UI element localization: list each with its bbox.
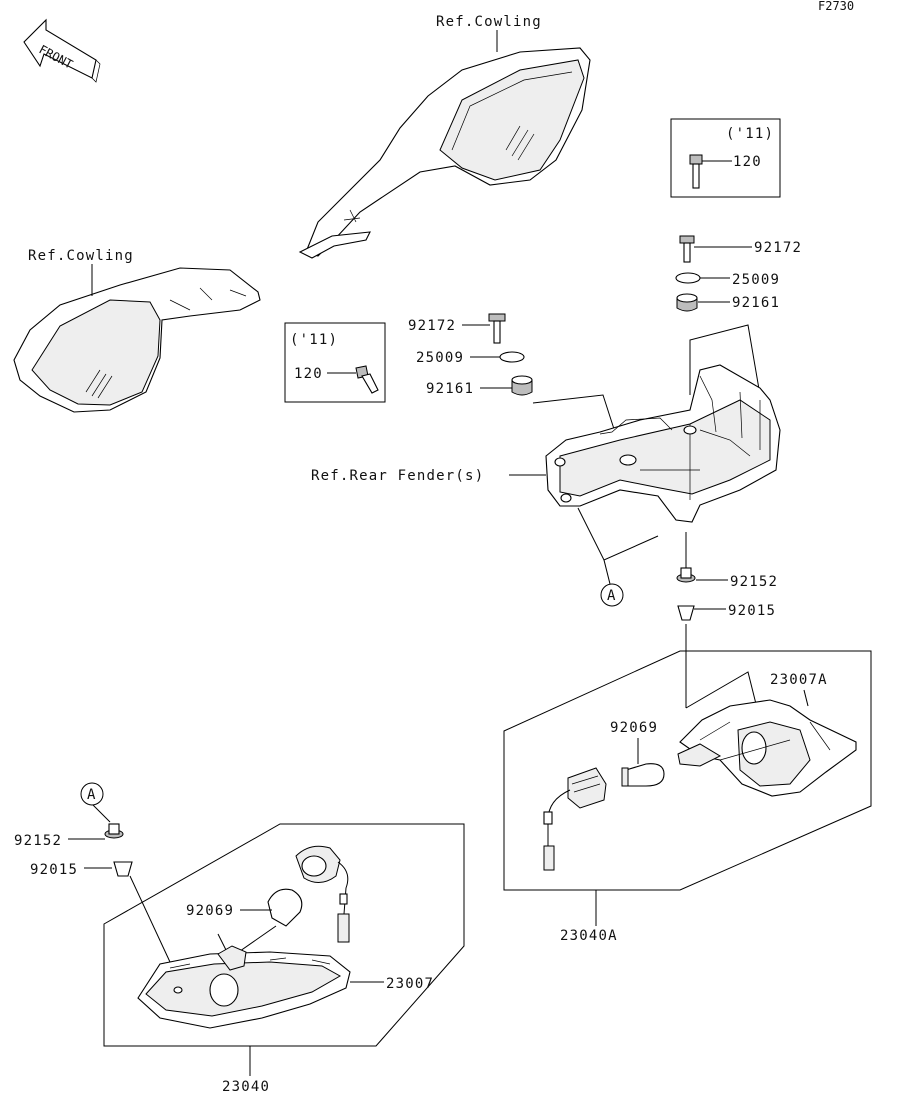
left-collar-icon [104,823,124,839]
year-box-right-year: ('11) [726,126,774,142]
right-lens-label: 23007A [770,672,828,688]
right-screw-label: 92172 [754,240,802,256]
right-nut-icon [677,605,695,621]
year-box-left [284,322,386,403]
center-screw-label: 92172 [408,318,456,334]
center-screw-icon [488,313,506,344]
diagram-code: F2730 [818,0,854,13]
center-grommet-label: 92161 [426,381,474,397]
bolt-120-right-icon [689,154,703,189]
ref-rear-fender: Ref.Rear Fender(s) [311,468,484,484]
right-collar-label: 92152 [730,574,778,590]
left-lens-label: 23007 [386,976,434,992]
callout-a-lower-circle [80,782,104,806]
right-grommet-label: 92161 [732,295,780,311]
center-grommet-icon [511,375,533,396]
right-bulb-label: 92069 [610,720,658,736]
turn-signal-bracket-icon [545,364,781,523]
mirror-top-icon [298,47,591,259]
left-nut-icon [113,861,133,877]
left-assembly-label: 23040 [222,1079,270,1095]
right-collar-icon [676,567,696,583]
right-washer-icon [675,272,701,284]
callout-a-lower: A [87,787,97,803]
year-box-right [670,118,781,198]
year-box-left-year: ('11) [290,332,338,348]
left-turn-signal-lens-icon [137,945,351,1029]
ref-cowling-left: Ref.Cowling [28,248,134,264]
center-washer-icon [499,351,525,363]
right-grommet-icon [676,293,698,312]
callout-a-circle [600,583,624,607]
left-assembly-box [103,823,465,1047]
year-box-left-part: 120 [294,366,323,382]
right-nut-label: 92015 [728,603,776,619]
right-screw-icon [679,235,695,263]
ref-cowling-top: Ref.Cowling [436,14,542,30]
left-bulb-icon [267,888,303,927]
left-nut-label: 92015 [30,862,78,878]
right-assembly-box [503,650,872,891]
right-turn-signal-lens-icon [677,699,857,797]
right-bulb-icon [621,763,665,787]
callout-a: A [607,588,617,604]
front-arrow-icon: FRONT [23,18,101,83]
right-washer-label: 25009 [732,272,780,288]
left-collar-label: 92152 [14,833,62,849]
mirror-left-icon [13,267,261,413]
left-socket-icon [295,845,350,943]
center-washer-label: 25009 [416,350,464,366]
bolt-120-left-icon [355,365,379,394]
left-bulb-label: 92069 [186,903,234,919]
right-socket-icon [543,767,607,871]
right-assembly-label: 23040A [560,928,618,944]
year-box-right-part: 120 [733,154,762,170]
